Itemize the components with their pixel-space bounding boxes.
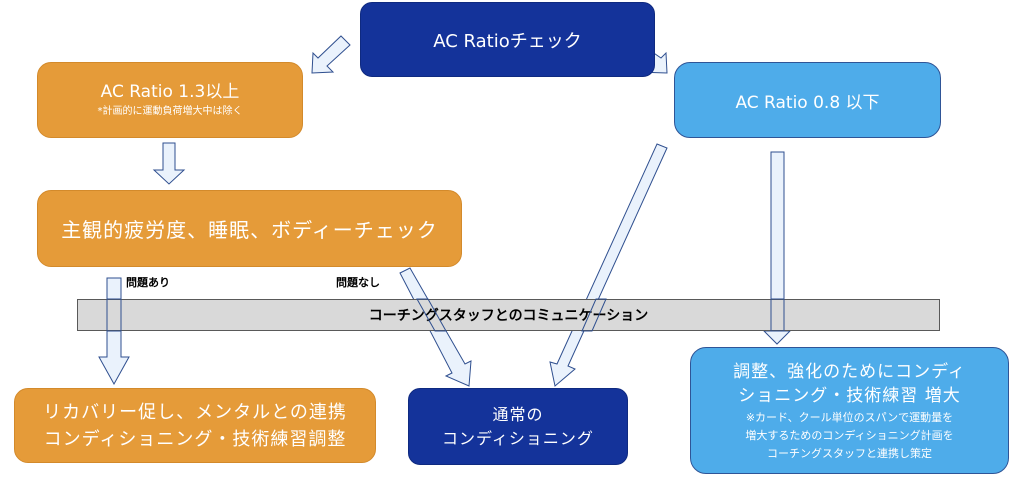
node-label-line1: リカバリー促し、メンタルとの連携 xyxy=(43,401,347,423)
node-label-line2: コンディショニング xyxy=(442,428,594,448)
node-ac-ratio-low: AC Ratio 0.8 以下 xyxy=(674,62,941,138)
edge-label-problem-yes: 問題あり xyxy=(126,276,170,289)
arrow-low-to-increase xyxy=(762,151,792,345)
node-note-line2: 増大するためのコンディショニング計画を xyxy=(745,428,954,442)
node-note: *計画的に運動負荷増大中は除く xyxy=(97,106,243,117)
node-recovery: リカバリー促し、メンタルとの連携 コンディショニング・技術練習調整 xyxy=(14,388,376,463)
node-increase-conditioning: 調整、強化のためにコンディ ショニング・技術練習 増大 ※カード、クール単位のス… xyxy=(690,347,1009,474)
node-label: 主観的疲労度、睡眠、ボディーチェック xyxy=(61,218,438,242)
node-label-line2: ショニング・技術練習 増大 xyxy=(738,385,961,406)
node-label: AC Ratio 1.3以上 xyxy=(100,82,240,102)
node-label: AC Ratio 0.8 以下 xyxy=(735,92,880,113)
node-note-line1: ※カード、クール単位のスパンで運動量を xyxy=(745,410,954,424)
arrow-high-to-check xyxy=(152,142,186,185)
node-note-line3: コーチングスタッフと連携し策定 xyxy=(767,446,932,460)
node-subjective-check: 主観的疲労度、睡眠、ボディーチェック xyxy=(37,190,462,267)
node-label-line1: 調整、強化のためにコンディ xyxy=(733,361,966,382)
node-label-line2: コンディショニング・技術練習調整 xyxy=(43,428,347,450)
node-ac-ratio-check: AC Ratioチェック xyxy=(360,2,655,77)
communication-bar: コーチングスタッフとのコミュニケーション xyxy=(77,299,940,331)
node-label-line1: 通常の xyxy=(492,404,544,424)
arrow-low-to-normal xyxy=(549,143,668,387)
arrow-top-to-high xyxy=(311,35,351,74)
communication-label: コーチングスタッフとのコミュニケーション xyxy=(368,308,649,324)
node-ac-ratio-high: AC Ratio 1.3以上 *計画的に運動負荷増大中は除く xyxy=(37,62,303,138)
edge-label-problem-no: 問題なし xyxy=(336,276,380,289)
node-normal-conditioning: 通常の コンディショニング xyxy=(408,388,628,465)
node-label: AC Ratioチェック xyxy=(433,30,582,52)
arrow-check-to-recovery xyxy=(98,277,130,386)
